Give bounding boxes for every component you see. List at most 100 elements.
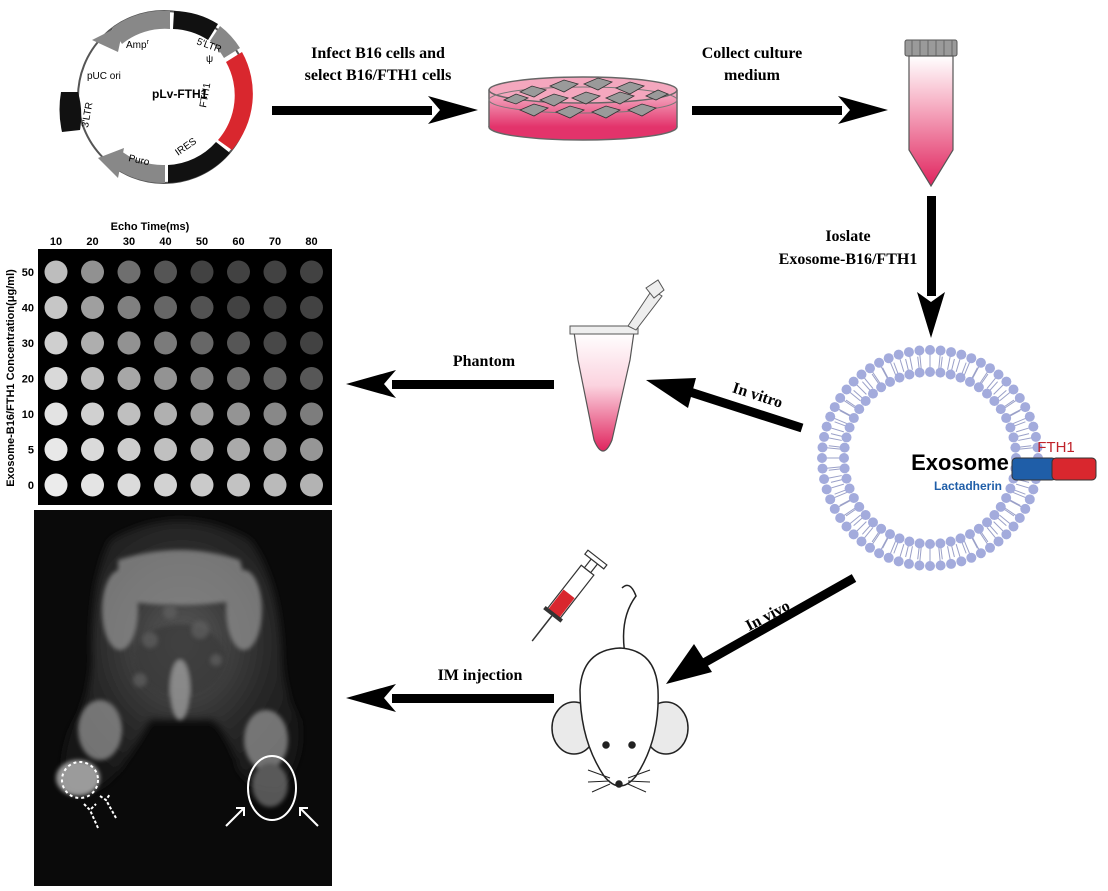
lipid-tail bbox=[880, 537, 889, 550]
step-collect-line2: medium bbox=[724, 67, 781, 84]
arrow-tube-to-exosome bbox=[917, 196, 945, 338]
lipid-head bbox=[893, 556, 904, 567]
lipid-head bbox=[935, 345, 946, 356]
lipid-tail bbox=[889, 540, 897, 555]
phantom-well bbox=[227, 260, 250, 284]
label-ires: IRES bbox=[173, 136, 199, 159]
lipid-head bbox=[985, 542, 996, 553]
phantom-well bbox=[44, 438, 68, 461]
lipid-head bbox=[985, 363, 996, 374]
eppendorf-tube bbox=[569, 279, 665, 452]
lipid-head bbox=[955, 372, 966, 383]
concentration-label: 0 bbox=[28, 480, 34, 492]
lipid-head bbox=[1014, 392, 1025, 403]
lipid-tail bbox=[893, 362, 899, 375]
phantom-well bbox=[190, 367, 214, 390]
lipid-head bbox=[946, 347, 957, 358]
lipid-tail bbox=[980, 531, 989, 543]
phantom-well bbox=[263, 367, 287, 390]
lipid-tail bbox=[871, 371, 881, 384]
lipid-head bbox=[825, 411, 836, 422]
segment-psi-block bbox=[210, 26, 240, 58]
concentration-label: 10 bbox=[22, 409, 34, 421]
lipid-tail bbox=[905, 358, 909, 371]
lipid-head bbox=[894, 533, 905, 544]
lipid-head bbox=[860, 395, 871, 406]
phantom-well bbox=[154, 367, 177, 390]
lipid-head bbox=[914, 560, 925, 571]
phantom-well bbox=[117, 296, 141, 319]
lipid-head bbox=[1001, 529, 1012, 540]
concentration-label: 5 bbox=[28, 445, 34, 457]
lipid-tail bbox=[882, 367, 889, 379]
lipid-tail bbox=[955, 543, 961, 558]
lipid-head bbox=[1020, 402, 1031, 413]
phantom-well bbox=[300, 331, 323, 355]
echo-time-label: 60 bbox=[232, 236, 244, 248]
segment-puro-block bbox=[112, 150, 165, 184]
echo-time-label: 50 bbox=[196, 236, 208, 248]
phantom-well bbox=[81, 296, 104, 319]
lipid-head bbox=[876, 382, 887, 393]
lipid-head bbox=[1008, 521, 1019, 532]
lipid-tail bbox=[826, 466, 841, 469]
lipid-head bbox=[995, 501, 1006, 512]
phantom-x-title: Echo Time(ms) bbox=[111, 221, 190, 233]
lipid-head bbox=[1001, 492, 1012, 503]
phantom-well bbox=[190, 260, 214, 284]
lipid-tail bbox=[1004, 507, 1017, 517]
phantom-well bbox=[117, 473, 141, 497]
label-puro: Puro bbox=[127, 153, 150, 168]
lipid-head bbox=[841, 384, 852, 395]
lipid-tail bbox=[940, 547, 943, 560]
echo-time-label: 70 bbox=[269, 236, 281, 248]
lipid-tail bbox=[971, 537, 980, 550]
concentration-label: 40 bbox=[22, 303, 34, 315]
lipid-tail bbox=[1009, 410, 1021, 417]
lipid-head bbox=[885, 529, 896, 540]
lipid-tail bbox=[919, 547, 922, 562]
phantom-well bbox=[227, 438, 250, 461]
lipid-tail bbox=[871, 532, 881, 545]
lipid-head bbox=[883, 552, 894, 563]
lipid-tail bbox=[1017, 433, 1030, 437]
lipid-tail bbox=[830, 483, 845, 489]
right-leg-roi bbox=[247, 755, 297, 821]
concentration-label: 50 bbox=[22, 267, 34, 279]
phantom-well bbox=[300, 402, 323, 426]
phantom-well bbox=[190, 331, 214, 355]
lipid-tail bbox=[979, 532, 989, 545]
lipid-tail bbox=[993, 384, 1004, 395]
lipid-tail bbox=[882, 537, 889, 549]
lipid-head bbox=[1030, 431, 1041, 442]
lipid-tail bbox=[997, 517, 1007, 527]
lipid-head bbox=[844, 422, 855, 433]
lipid-tail bbox=[1015, 483, 1030, 489]
lipid-tail bbox=[1003, 399, 1015, 408]
lipid-tail bbox=[845, 399, 857, 408]
phantom-well bbox=[81, 331, 104, 355]
syringe-icon bbox=[531, 549, 608, 642]
lipid-tail bbox=[999, 391, 1011, 402]
lipid-head bbox=[914, 538, 925, 549]
lipid-tail bbox=[838, 408, 851, 417]
lipid-head bbox=[966, 552, 977, 563]
phantom-well bbox=[300, 367, 323, 390]
lipid-tail bbox=[1009, 499, 1021, 506]
phantom-well bbox=[44, 260, 68, 284]
lipid-tail bbox=[849, 391, 861, 402]
lipid-head bbox=[995, 404, 1006, 415]
lipid-head bbox=[904, 536, 915, 547]
lipid-tail bbox=[834, 489, 847, 495]
lipid-tail bbox=[833, 417, 848, 425]
lactadherin-domain bbox=[1011, 457, 1057, 481]
phantom-well bbox=[300, 296, 323, 319]
lipid-head bbox=[817, 463, 828, 474]
lipid-tail bbox=[1009, 499, 1022, 508]
lipid-tail bbox=[871, 531, 880, 543]
lipid-head bbox=[1005, 422, 1016, 433]
lipid-tail bbox=[861, 381, 871, 391]
lipid-tail bbox=[961, 362, 967, 375]
phantom-well bbox=[263, 260, 287, 284]
lipid-tail bbox=[963, 540, 971, 555]
